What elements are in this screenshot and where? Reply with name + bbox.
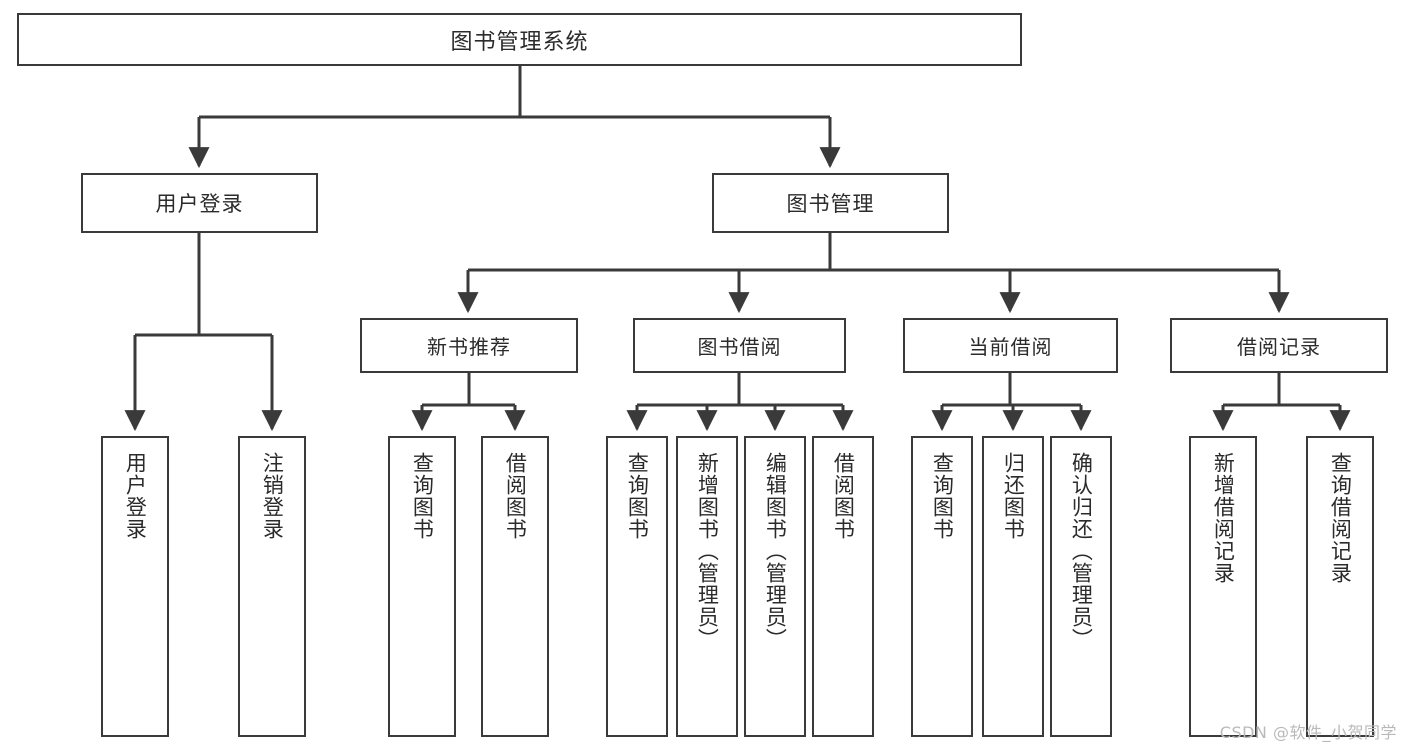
node-leaf-query-book-cur[interactable]: 查询图书 — [911, 436, 973, 737]
node-leaf-confirm-return-label: 确认归还（管理员） — [1069, 452, 1094, 650]
node-leaf-add-book[interactable]: 新增图书（管理员） — [676, 436, 738, 737]
node-leaf-add-record[interactable]: 新增借阅记录 — [1189, 436, 1257, 737]
node-root-label: 图书管理系统 — [450, 29, 589, 55]
node-book-manage-label: 图书管理 — [786, 192, 875, 216]
node-leaf-confirm-return[interactable]: 确认归还（管理员） — [1050, 436, 1112, 737]
csdn-watermark: CSDN @软件_小贺同学 — [1219, 723, 1397, 742]
node-leaf-borrow-book-rec[interactable]: 借阅图书 — [481, 436, 549, 737]
node-leaf-query-book-cur-label: 查询图书 — [930, 452, 955, 540]
node-new-book-rec-label: 新书推荐 — [427, 335, 511, 359]
node-leaf-user-login-label: 用户登录 — [123, 452, 148, 540]
node-leaf-add-record-label: 新增借阅记录 — [1211, 452, 1236, 584]
node-leaf-logout[interactable]: 注销登录 — [238, 436, 306, 737]
node-leaf-user-login[interactable]: 用户登录 — [101, 436, 169, 737]
node-root[interactable]: 图书管理系统 — [17, 13, 1022, 66]
node-current-borrow[interactable]: 当前借阅 — [903, 318, 1118, 373]
node-leaf-return-book-label: 归还图书 — [1001, 452, 1026, 540]
node-leaf-query-book-rec-label: 查询图书 — [410, 452, 435, 540]
node-current-borrow-label: 当前借阅 — [968, 335, 1053, 359]
node-leaf-query-book-borrow[interactable]: 查询图书 — [606, 436, 668, 737]
node-user-login-label: 用户登录 — [155, 192, 244, 216]
node-leaf-edit-book[interactable]: 编辑图书（管理员） — [744, 436, 806, 737]
node-leaf-logout-label: 注销登录 — [260, 452, 285, 540]
node-leaf-borrow-book[interactable]: 借阅图书 — [812, 436, 874, 737]
node-leaf-borrow-book-rec-label: 借阅图书 — [503, 452, 528, 540]
node-leaf-return-book[interactable]: 归还图书 — [982, 436, 1044, 737]
node-leaf-query-book-rec[interactable]: 查询图书 — [388, 436, 456, 737]
node-leaf-edit-book-label: 编辑图书（管理员） — [763, 452, 788, 650]
node-leaf-query-record-label: 查询借阅记录 — [1328, 452, 1353, 584]
node-book-manage[interactable]: 图书管理 — [712, 173, 949, 233]
node-borrow-record-label: 借阅记录 — [1237, 335, 1321, 359]
node-book-borrow-label: 图书借阅 — [697, 335, 782, 359]
node-borrow-record[interactable]: 借阅记录 — [1170, 318, 1388, 373]
node-new-book-rec[interactable]: 新书推荐 — [360, 318, 578, 373]
node-leaf-query-record[interactable]: 查询借阅记录 — [1306, 436, 1374, 737]
node-user-login[interactable]: 用户登录 — [81, 173, 318, 233]
node-leaf-add-book-label: 新增图书（管理员） — [695, 452, 720, 650]
node-book-borrow[interactable]: 图书借阅 — [633, 318, 846, 373]
node-leaf-query-book-borrow-label: 查询图书 — [625, 452, 650, 540]
node-leaf-borrow-book-label: 借阅图书 — [831, 452, 856, 540]
